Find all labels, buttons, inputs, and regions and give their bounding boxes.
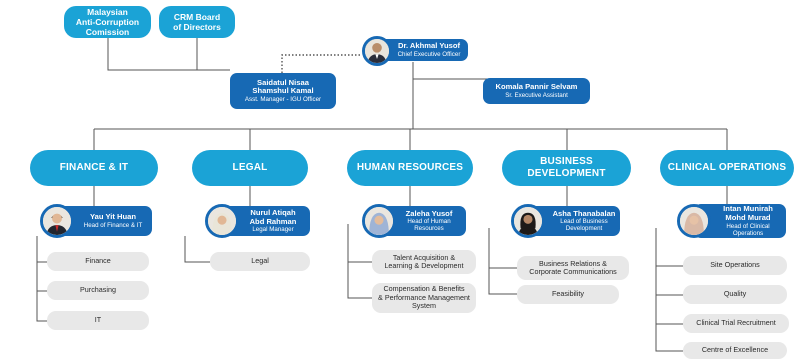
dept-finance-it: FINANCE & IT	[30, 150, 158, 186]
ceo-avatar	[362, 36, 392, 66]
macc-box: Malaysian Anti-Corruption Comission	[64, 6, 151, 38]
igu-card: Saidatul Nisaa Shamshul Kamal Asst. Mana…	[230, 73, 336, 109]
connector-clinical-items	[655, 228, 683, 352]
assistant-card: Komala Pannir Selvam Sr. Executive Assis…	[483, 78, 590, 104]
head-business-development-avatar	[511, 204, 545, 238]
connector-legal-items	[184, 236, 210, 263]
ceo-name: Dr. Akhmal Yusof	[397, 41, 461, 51]
dept-human-resources: HUMAN RESOURCES	[347, 150, 473, 186]
head-legal-avatar	[205, 204, 239, 238]
dept-legal: LEGAL	[192, 150, 308, 186]
dept-clinical-operations: CLINICAL OPERATIONS	[660, 150, 794, 186]
connector-macc	[107, 38, 230, 71]
head-name: Asha Thanabalan	[552, 208, 616, 218]
dept-label: FINANCE & IT	[59, 162, 129, 173]
dept-label: HUMAN RESOURCES	[356, 162, 464, 173]
head-human-resources-avatar	[362, 204, 396, 238]
dept-label: CLINICAL OPERATIONS	[667, 162, 787, 173]
item-talent-acquisition: Talent Acquisition & Learning & Developm…	[372, 250, 476, 274]
head-name: Zaleha Yusof	[405, 208, 453, 218]
item-purchasing: Purchasing	[47, 281, 149, 300]
head-title: Head of Finance & IT	[83, 221, 143, 229]
item-business-relations: Business Relations & Corporate Communica…	[517, 256, 629, 280]
head-title: Legal Manager	[252, 226, 294, 234]
item-site-operations: Site Operations	[683, 256, 787, 275]
item-quality: Quality	[683, 285, 787, 304]
connector-hr-items	[347, 224, 372, 299]
connector-dotted-igu	[281, 54, 362, 73]
item-it: IT	[47, 311, 149, 330]
item-compensation-benefits: Compensation & Benefits & Performance Ma…	[372, 283, 476, 313]
igu-title: Asst. Manager - IGU Officer	[244, 95, 322, 103]
dept-label: BUSINESS DEVELOPMENT	[527, 156, 606, 179]
ceo-title: Chief Executive Officer	[397, 50, 461, 58]
head-title: Lead of Business Development	[560, 218, 608, 233]
item-feasibility: Feasibility	[517, 285, 619, 304]
connector-finance-items	[36, 236, 47, 322]
head-title: Head of Clinical Operations	[726, 222, 770, 237]
board-box: CRM Board of Directors	[159, 6, 235, 38]
head-name: Nurul Atiqah Abd Rahman	[249, 207, 297, 226]
ceo-card: Dr. Akhmal Yusof Chief Executive Officer	[374, 39, 468, 61]
head-finance-it-avatar	[40, 204, 74, 238]
head-clinical-operations-avatar	[677, 204, 711, 238]
head-title: Head of Human Resources	[407, 218, 451, 233]
assistant-title: Sr. Executive Assistant	[505, 91, 568, 99]
item-legal: Legal	[210, 252, 310, 271]
dept-label: LEGAL	[232, 162, 268, 173]
connector-bd-items	[488, 228, 517, 295]
item-centre-of-excellence: Centre of Excellence	[683, 342, 787, 359]
igu-name: Saidatul Nisaa Shamshul Kamal	[252, 77, 314, 96]
assistant-name: Komala Pannir Selvam	[495, 82, 578, 92]
item-finance: Finance	[47, 252, 149, 271]
head-name: Intan Munirah Mohd Murad	[723, 204, 773, 222]
head-name: Yau Yit Huan	[90, 212, 136, 222]
dept-business-development: BUSINESS DEVELOPMENT	[502, 150, 631, 186]
item-clinical-trial-recruitment: Clinical Trial Recruitment	[683, 314, 789, 333]
